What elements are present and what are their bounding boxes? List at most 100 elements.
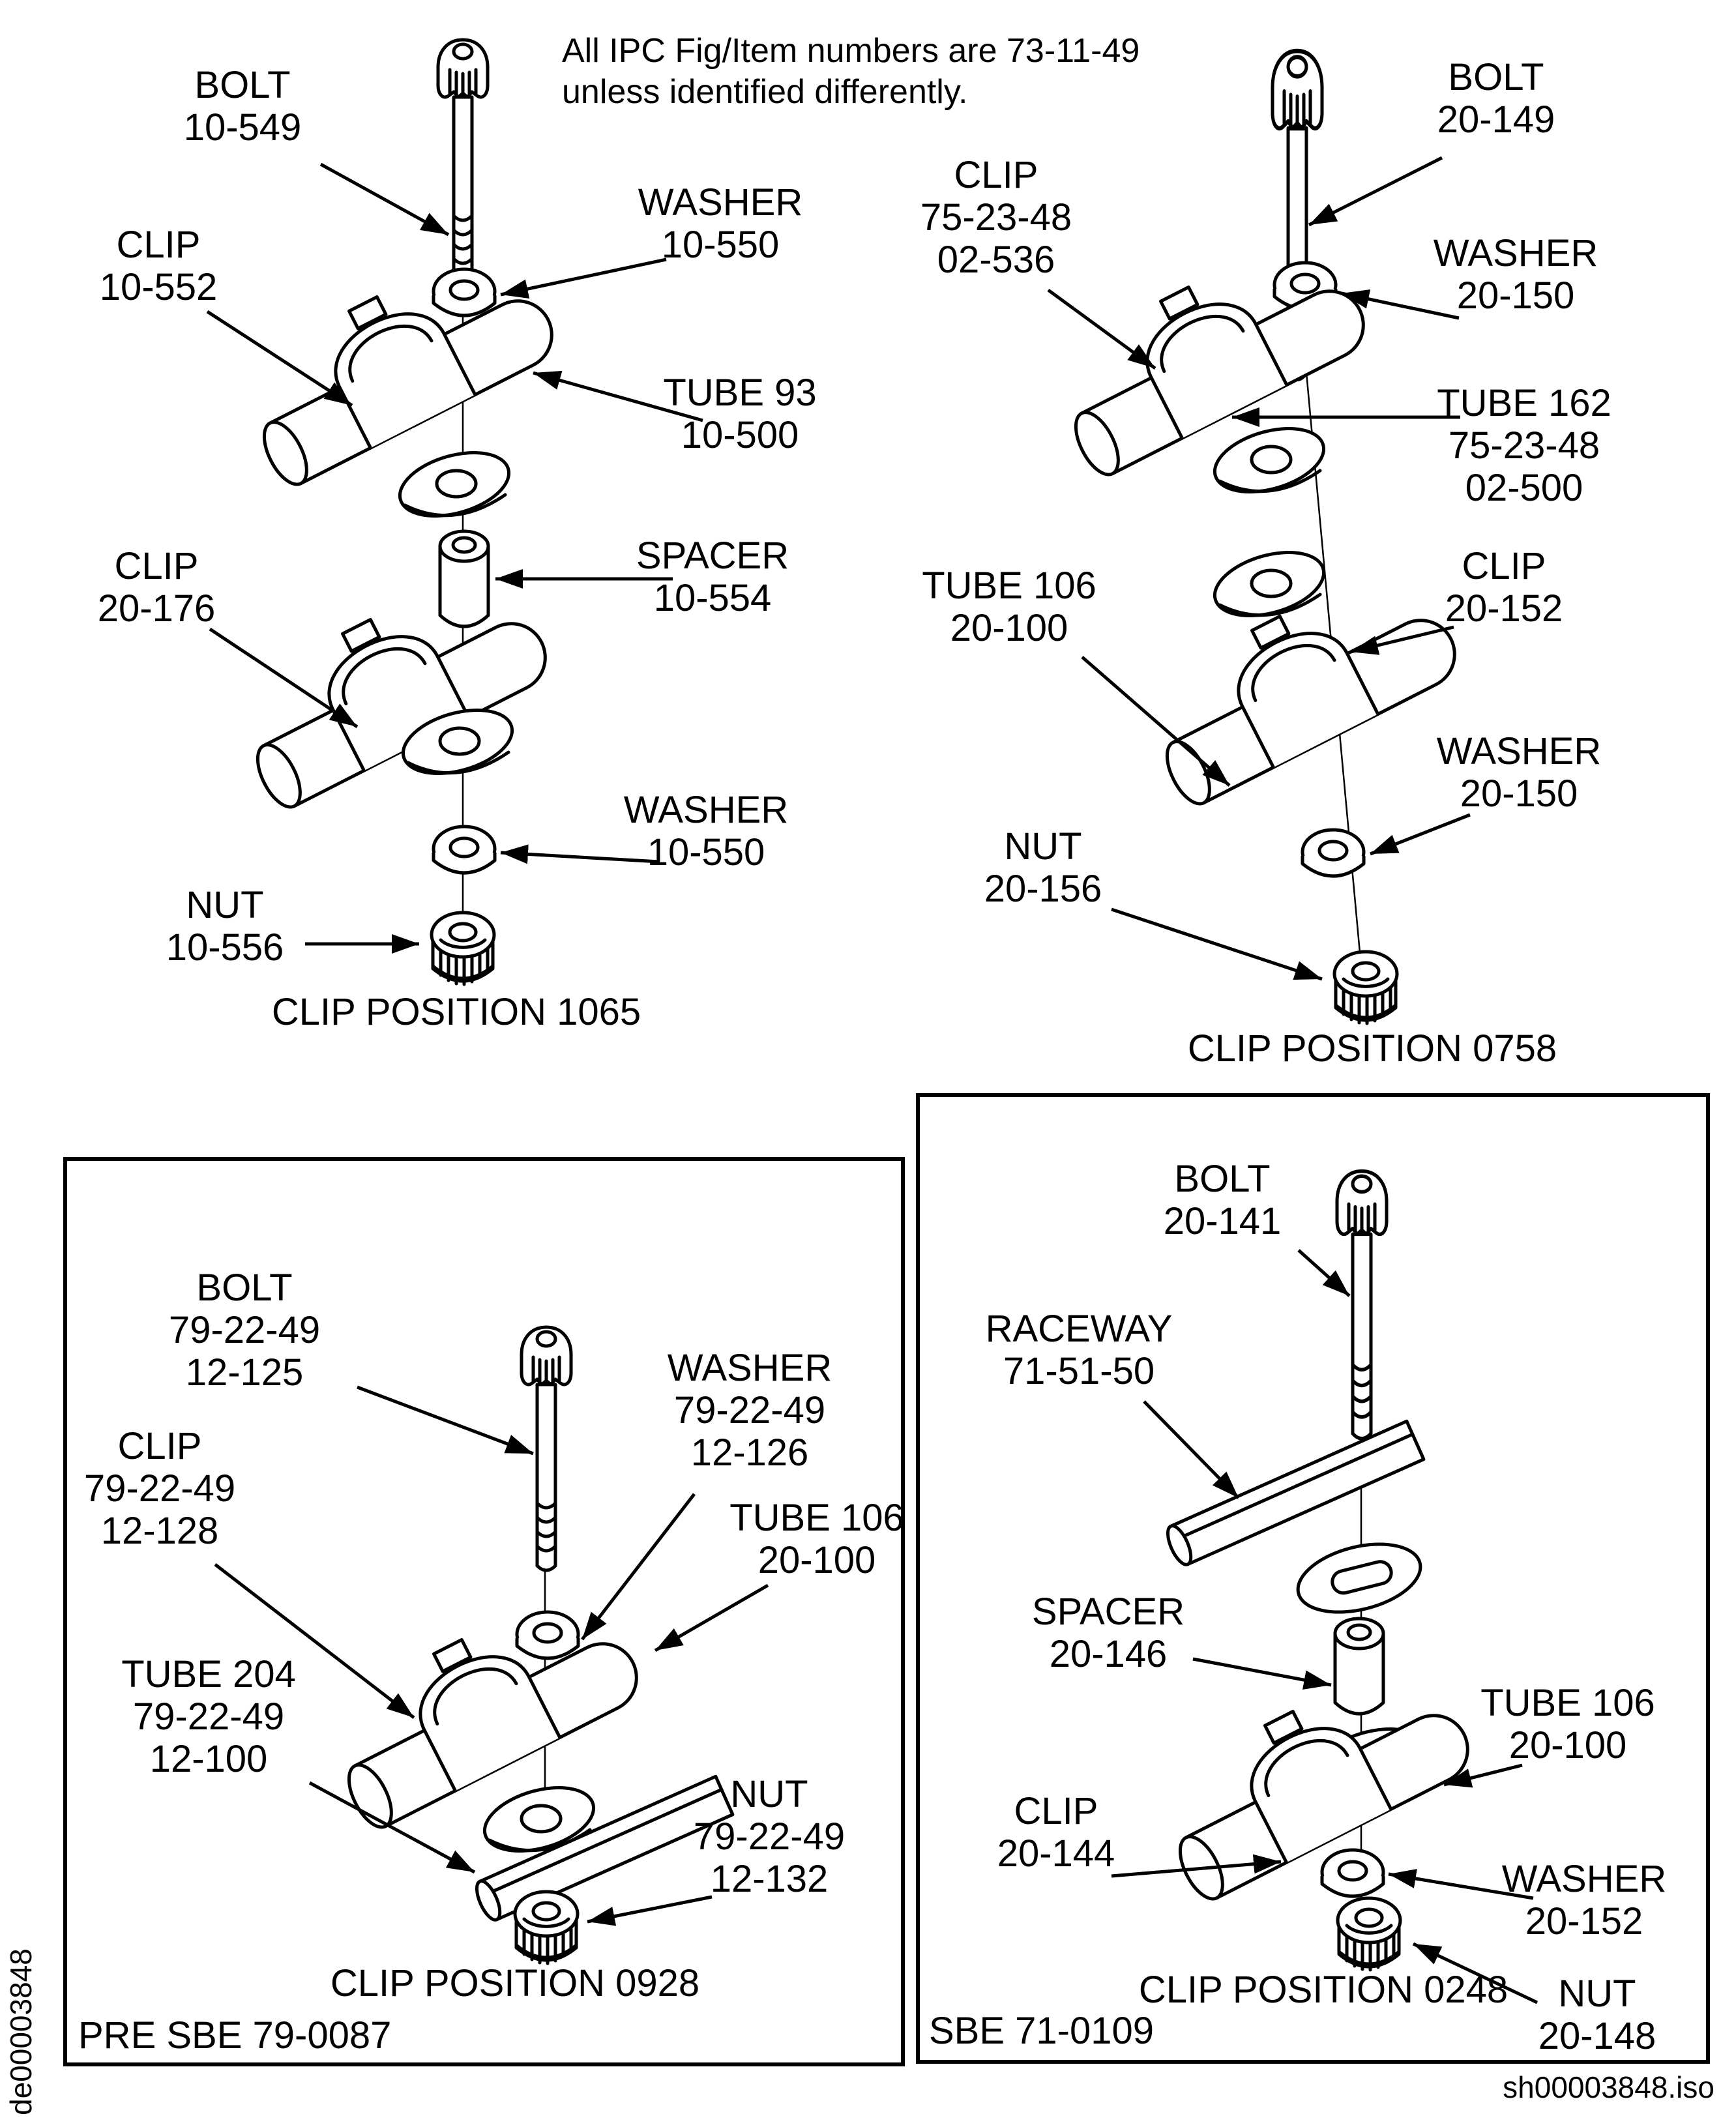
leader-arrow <box>319 162 450 237</box>
leader-arrow <box>206 310 353 407</box>
leader-arrow <box>1341 289 1460 320</box>
clip-number: 12-128 <box>101 1510 219 1552</box>
leader-arrow <box>1412 1942 1538 2004</box>
spacer-graphic <box>440 531 488 626</box>
tube-number: 10-500 <box>681 414 799 456</box>
bolt-number: 10-549 <box>184 106 302 149</box>
bolt-graphic <box>1337 1171 1387 1439</box>
washer-label: WASHER <box>638 181 802 224</box>
washer-graphic <box>1302 830 1364 876</box>
leader-arrow <box>1111 1854 1282 1878</box>
tube-number: 20-100 <box>1509 1724 1627 1767</box>
clip-tube-graphic <box>1143 1647 1480 1905</box>
leader-arrow <box>214 1563 415 1719</box>
leader-arrow <box>1308 156 1443 227</box>
spacer-number: 20-146 <box>1050 1633 1168 1675</box>
clip-label: CLIP <box>117 224 201 266</box>
washer-number: 20-150 <box>1460 772 1578 815</box>
washer-label: WASHER <box>1434 232 1598 274</box>
leader-arrow <box>308 1781 476 1874</box>
clip-tube-graphic <box>312 1575 649 1834</box>
bolt-graphic <box>522 1327 571 1570</box>
clip-label: CLIP <box>118 1425 202 1467</box>
leader-arrow <box>654 1583 769 1652</box>
spacer-number: 10-554 <box>654 577 772 619</box>
leader-arrow <box>581 1493 696 1641</box>
drawing-code-right: sh00003848.iso <box>1503 2070 1714 2104</box>
clip-number: 02-536 <box>937 239 1055 281</box>
clip-label: CLIP <box>1014 1790 1098 1832</box>
leader-arrow <box>1370 813 1471 856</box>
tube-number: 12-100 <box>150 1738 268 1780</box>
leader-arrow <box>1297 1249 1351 1297</box>
leader-arrow <box>1443 1763 1523 1788</box>
panel-clip-position-0928: BOLT 79-22-49 12-125 WASHER 79-22-49 12-… <box>63 1157 905 2066</box>
drawing-code-left: de00003848 <box>4 1948 38 2115</box>
clip-number: 79-22-49 <box>84 1467 235 1510</box>
clip-tab-graphic <box>1207 417 1331 503</box>
clip-number: 20-176 <box>98 587 216 630</box>
nut-number: 79-22-49 <box>694 1815 845 1858</box>
raceway-label: RACEWAY <box>986 1308 1173 1350</box>
clip-tube-graphic <box>220 555 557 814</box>
clip-number: 75-23-48 <box>920 196 1072 239</box>
panel-border <box>916 1093 1710 2064</box>
washer-label: WASHER <box>668 1347 832 1389</box>
leader-arrow <box>1192 1657 1332 1690</box>
leader-arrow <box>1388 1869 1534 1900</box>
nut-label: NUT <box>730 1773 808 1815</box>
panel-clip-position-0758: BOLT 20-149 WASHER 20-150 CLIP 75-23-48 … <box>920 51 1611 1070</box>
nut-number: 10-556 <box>166 926 284 969</box>
washer-graphic <box>517 1612 578 1658</box>
nut-graphic <box>1334 952 1397 1023</box>
tube-number: 20-100 <box>950 607 1068 649</box>
leader-arrow <box>209 627 359 729</box>
nut-graphic <box>515 1892 578 1963</box>
washer-number: 79-22-49 <box>674 1389 825 1431</box>
clip-tab-graphic <box>1207 541 1331 627</box>
tube-label: TUBE 106 <box>922 565 1096 607</box>
nut-label: NUT <box>1558 1973 1636 2015</box>
washer-number: 20-150 <box>1457 274 1575 317</box>
tube-number: 79-22-49 <box>133 1695 284 1738</box>
bolt-graphic <box>438 40 488 283</box>
bolt-number: 20-141 <box>1164 1200 1282 1242</box>
raceway-number: 71-51-50 <box>1003 1350 1155 1392</box>
tube-label: TUBE 162 <box>1437 382 1611 424</box>
leader-arrow <box>1143 1400 1240 1499</box>
leader-arrow <box>357 1385 534 1456</box>
tube-number: 20-100 <box>758 1539 876 1581</box>
clip-label: CLIP <box>1462 545 1546 587</box>
washer-graphic <box>434 827 495 873</box>
washer-number: 20-152 <box>1525 1900 1643 1943</box>
bolt-number: 20-149 <box>1437 98 1555 141</box>
clip-tube-graphic <box>1038 222 1376 481</box>
note-line-1: All IPC Fig/Item numbers are 73-11-49 <box>562 32 1140 70</box>
leader-arrow <box>533 370 703 422</box>
leader-arrow <box>500 257 667 299</box>
bolt-label: BOLT <box>194 64 290 106</box>
leader-arrow <box>1350 625 1454 655</box>
washer-label: WASHER <box>1437 730 1601 772</box>
bolt-label: BOLT <box>1174 1158 1270 1200</box>
tube-number: 75-23-48 <box>1449 424 1600 467</box>
washer-graphic <box>434 269 495 315</box>
clip-number: 20-144 <box>997 1832 1115 1875</box>
note-line-2: unless identified differently. <box>562 73 967 111</box>
nut-number: 20-148 <box>1538 2015 1656 2057</box>
spacer-graphic <box>1335 1619 1383 1714</box>
nut-label: NUT <box>186 884 263 926</box>
leader-arrow <box>1081 656 1231 787</box>
spacer-label: SPACER <box>636 535 789 577</box>
panel-footnote: SBE 71-0109 <box>929 2010 1154 2052</box>
tube-label: TUBE 106 <box>729 1497 904 1539</box>
tube-label: TUBE 204 <box>121 1653 296 1695</box>
leader-arrow <box>1047 288 1156 370</box>
washer-graphic <box>1322 1850 1383 1896</box>
nut-number: 12-132 <box>711 1858 829 1900</box>
leader-arrow <box>500 844 660 864</box>
panel-caption: CLIP POSITION 0248 <box>1139 1969 1508 2011</box>
panel-footnote: PRE SBE 79-0087 <box>78 2014 391 2057</box>
clip-tube-graphic <box>227 232 564 491</box>
